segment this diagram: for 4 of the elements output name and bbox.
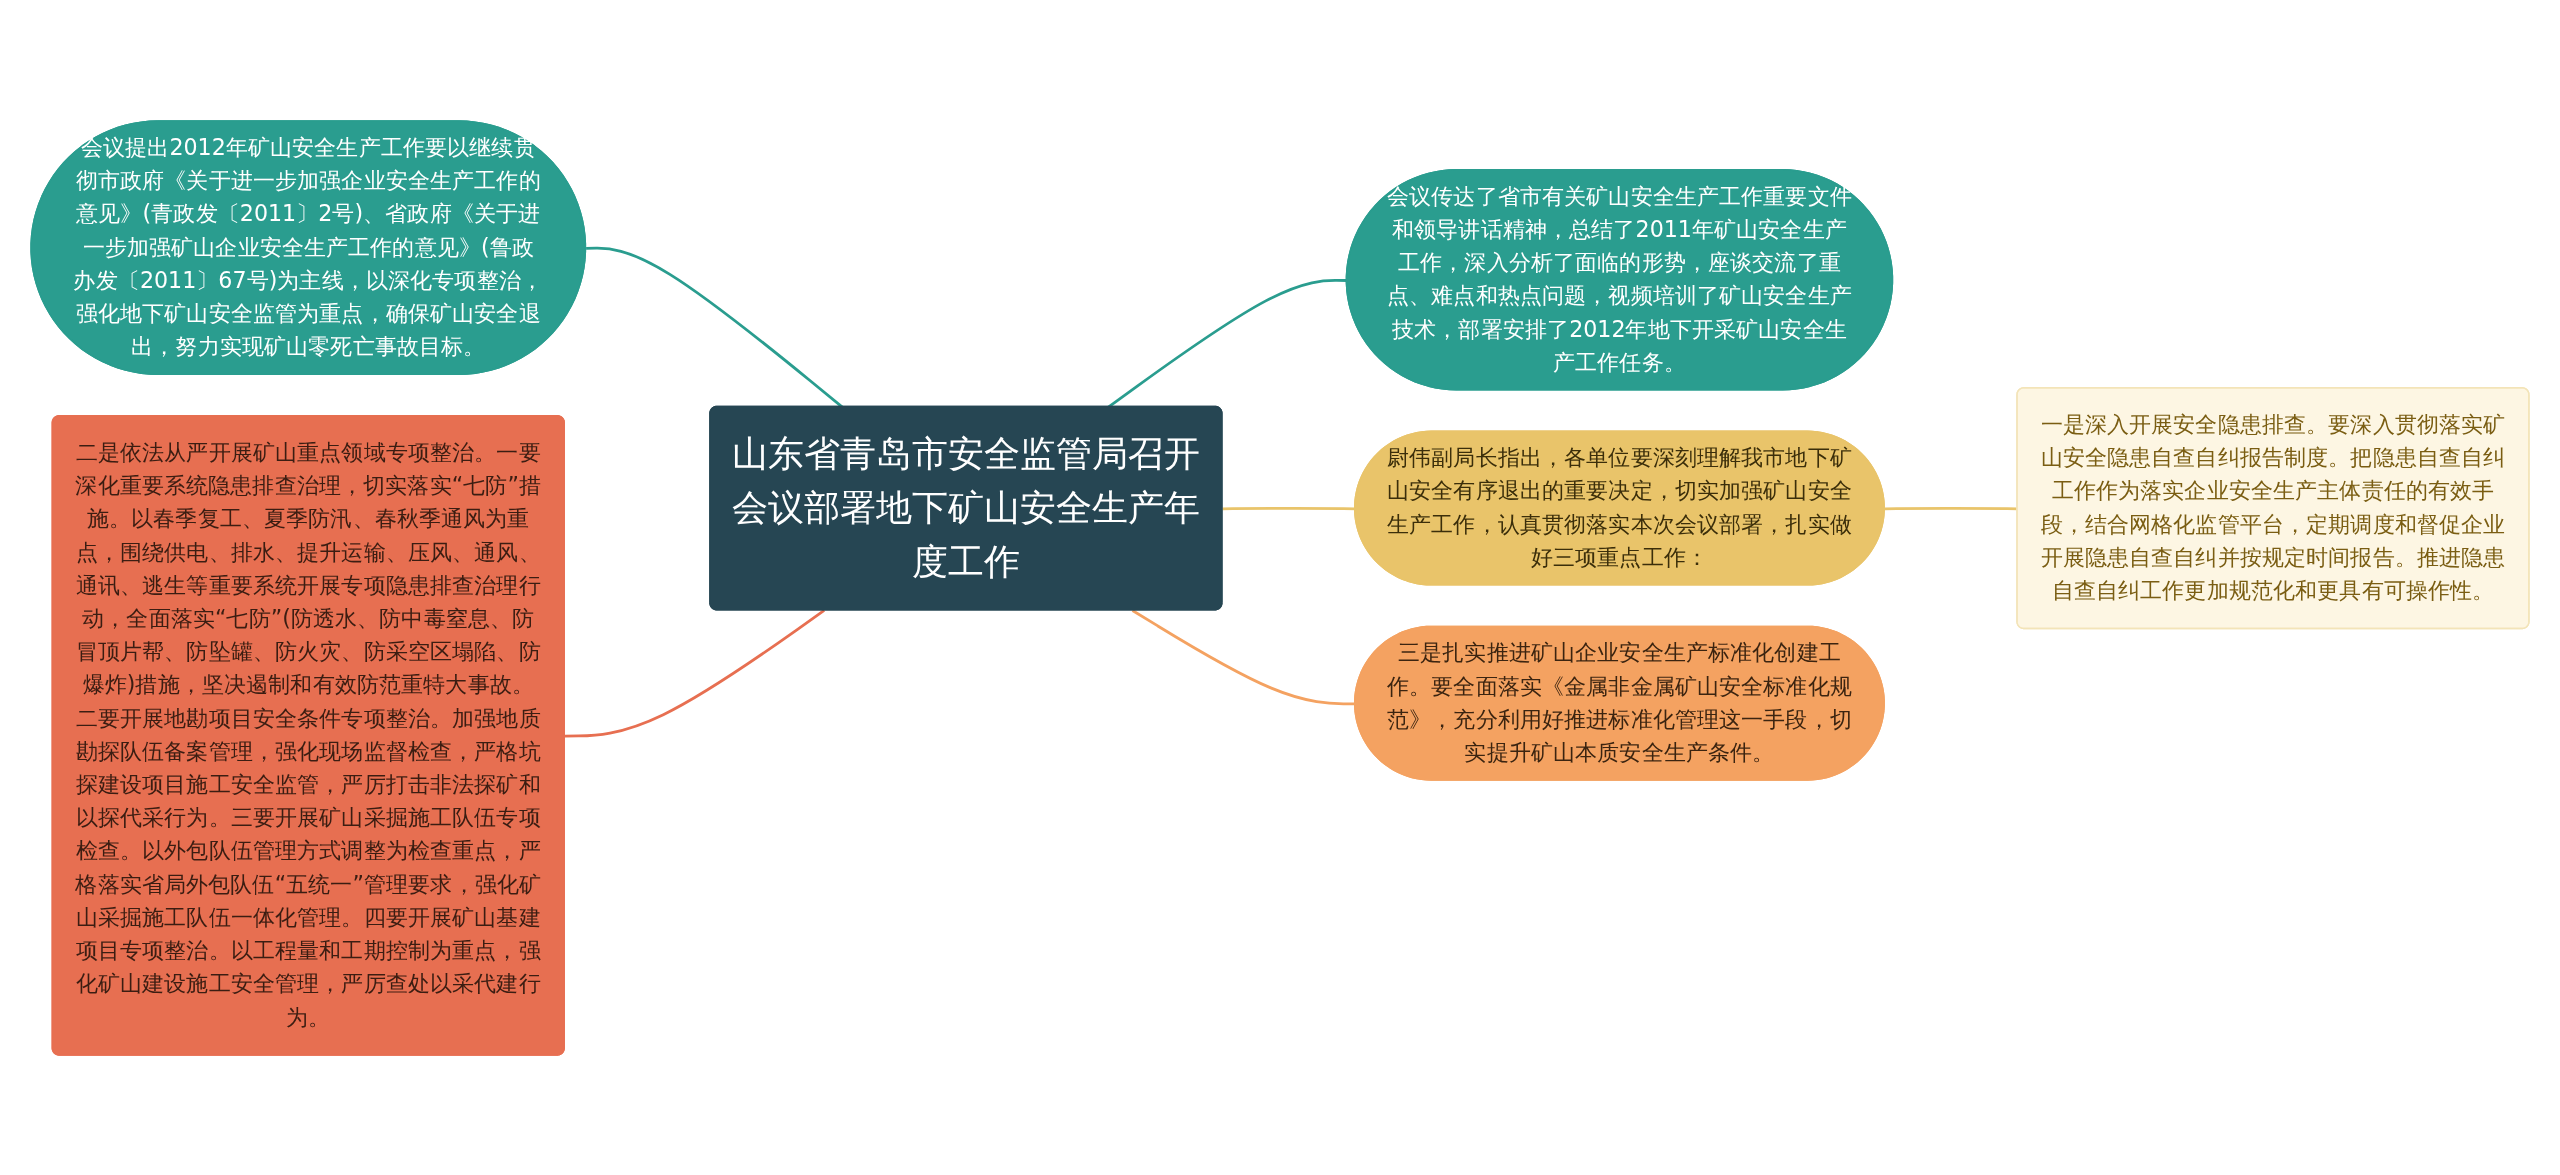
connector [1131,608,1356,705]
connector [1884,506,2018,510]
connector [1222,506,1356,510]
connector [564,608,825,737]
